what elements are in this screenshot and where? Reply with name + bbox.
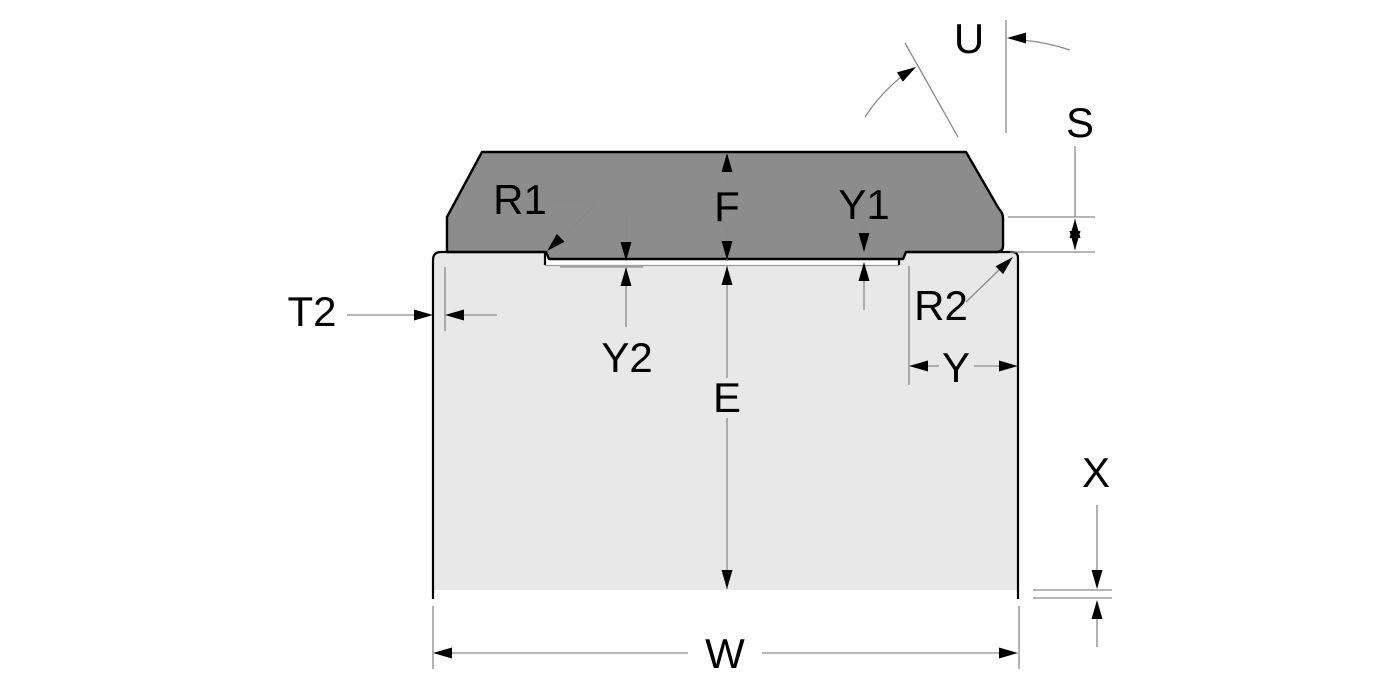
arrowhead-Y2-up [620,267,632,286]
label-R2: R2 [914,282,968,329]
label-U: U [954,15,984,62]
arrowhead-T2-left [445,309,464,321]
arrowhead-E-top [721,266,733,285]
dimension-S [1008,146,1095,253]
label-Y1: Y1 [838,181,889,228]
label-Y: Y [942,344,970,391]
arrowhead-E-bottom [721,570,733,589]
arrowhead-Y-right [999,360,1018,372]
dimension-R2 [965,269,1000,303]
arrowhead-U-left [1007,32,1026,44]
dimension-R1 [550,201,599,239]
dimension-Y2 [560,213,643,327]
dimension-Y [908,266,999,385]
arrowhead-X-down [1091,570,1103,589]
arrowhead-W-left [433,647,452,659]
dimension-labels: U S F Y1 R1 T2 Y2 E R2 Y X W [287,15,1110,677]
arrowhead-S-down [1069,231,1081,250]
dimension-X [1033,505,1112,647]
label-Y2: Y2 [601,334,652,381]
arrowhead-Y-left [909,360,928,372]
body-fill [433,252,1018,590]
arrowheads [414,32,1103,659]
dimension-W [432,606,1020,669]
label-S: S [1066,99,1094,146]
dimensions [347,20,1112,669]
label-R1: R1 [493,176,547,223]
arrowhead-X-up [1091,600,1103,619]
arrowhead-U-arc [896,67,916,82]
label-W: W [705,630,745,677]
angle-arc-right [1020,39,1071,51]
arrowhead-Y2-down [620,242,632,261]
arrowhead-Y1-down [858,233,870,252]
arrowhead-F-top [721,153,733,172]
dimension-T2 [347,267,497,331]
label-X: X [1082,449,1110,496]
label-F: F [714,183,740,230]
arrowhead-T2-right [414,309,433,321]
arrowhead-R1 [547,233,565,251]
label-T2: T2 [287,288,336,335]
arrowhead-F-bottom [721,241,733,260]
extension-line-slant [904,42,959,138]
arrowhead-Y1-up [858,262,870,281]
label-E: E [713,374,741,421]
arrowhead-R2 [995,257,1013,275]
body-outline-left [431,250,547,599]
arrowhead-W-right [999,647,1018,659]
